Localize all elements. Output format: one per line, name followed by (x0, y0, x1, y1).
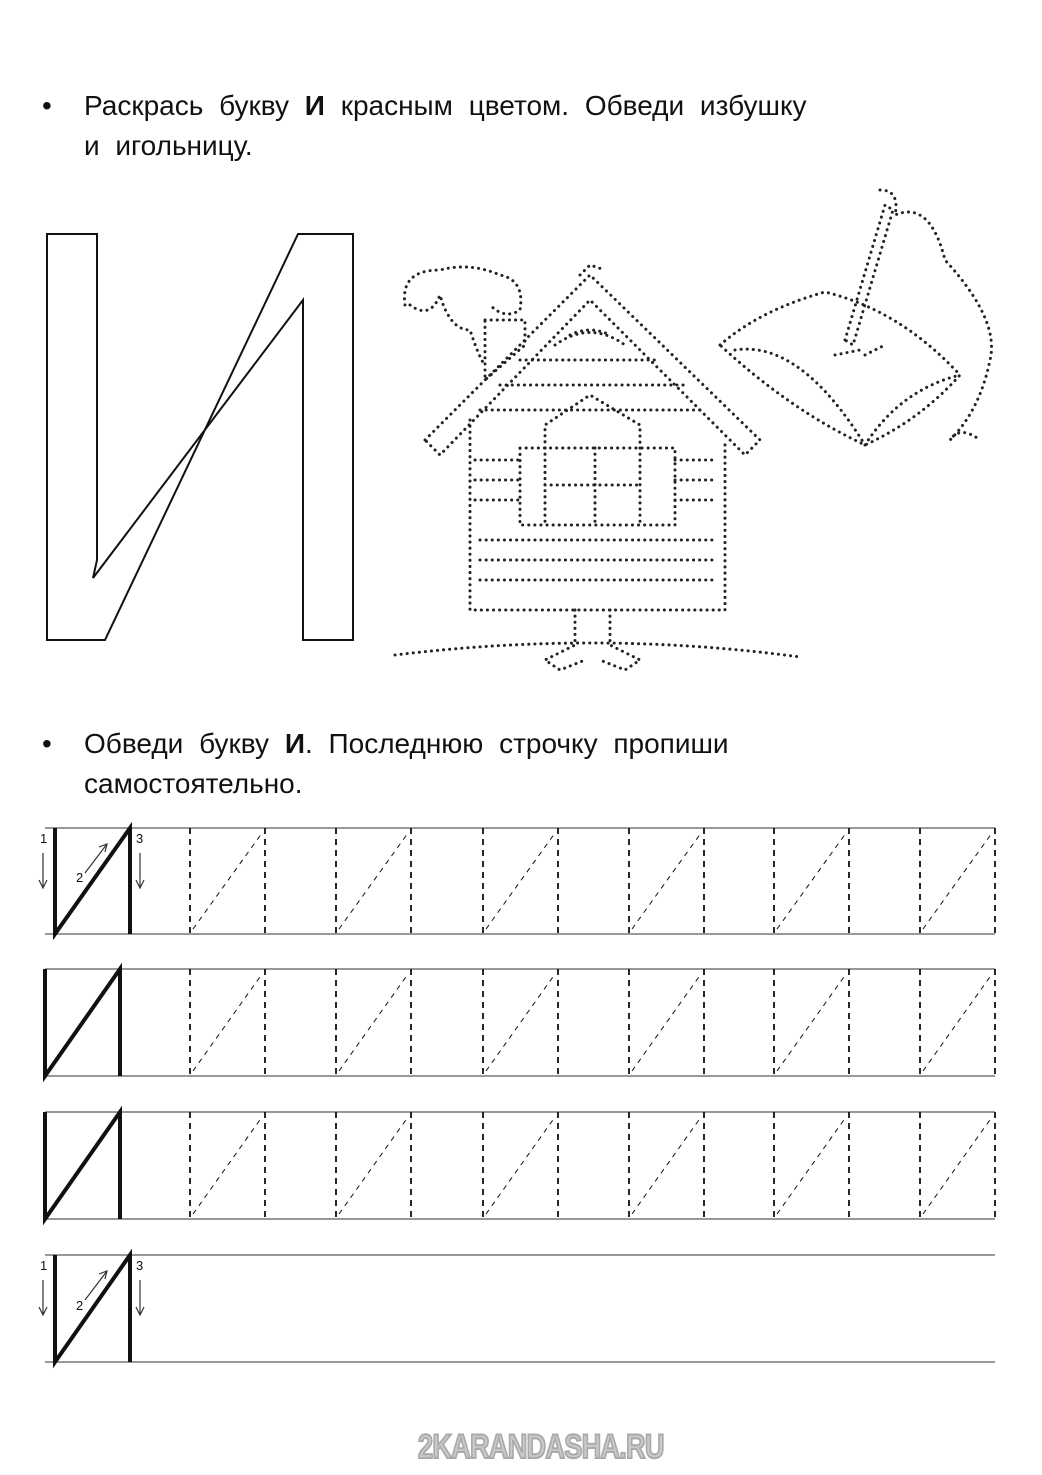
instruction-1: • Раскрась букву И красным цветом. Обвед… (42, 86, 807, 166)
dashed-diagonal (922, 973, 993, 1072)
dashed-diagonal (338, 973, 409, 1072)
dashed-guide (628, 969, 705, 1076)
writing-rows (38, 821, 996, 1369)
dashed-guide (189, 969, 266, 1076)
arrow-down-icon (38, 1280, 48, 1317)
dashed-guide (773, 828, 850, 934)
sample-letter (53, 1248, 132, 1369)
arrow-down-icon (38, 853, 48, 890)
arrow-down-icon (135, 1280, 145, 1317)
dashed-diagonal (485, 832, 556, 930)
stroke-number-3: 3 (136, 831, 143, 846)
instruction-text: и игольницу. (84, 130, 253, 161)
arrow-down-icon (135, 853, 145, 890)
arrow-diagonal-icon (84, 843, 108, 874)
dashed-guide (482, 1112, 559, 1219)
instruction-text: . Последнюю строчку пропиши (304, 728, 729, 759)
stroke-number-3: 3 (136, 1258, 143, 1273)
dashed-diagonal (631, 1116, 702, 1215)
arrow-diagonal-icon (84, 1270, 108, 1301)
dashed-guide (628, 1112, 705, 1219)
stroke-number-2: 2 (76, 870, 83, 885)
dashed-diagonal (338, 1116, 409, 1215)
big-letter-outline (46, 233, 354, 641)
dotted-hut (393, 263, 802, 672)
letter-highlight: И (304, 90, 325, 121)
dashed-guide (335, 969, 412, 1076)
dashed-diagonal (338, 832, 409, 930)
dashed-guide (482, 969, 559, 1076)
dashed-diagonal (922, 832, 993, 930)
dashed-guide (335, 1112, 412, 1219)
dashed-diagonal (776, 1116, 847, 1215)
sample-letter (43, 962, 122, 1083)
stroke-number-1: 1 (40, 1258, 47, 1273)
dashed-guide (773, 969, 850, 1076)
dashed-guide (628, 828, 705, 934)
bullet: • (42, 728, 52, 759)
dashed-guide (482, 828, 559, 934)
dashed-diagonal (485, 1116, 556, 1215)
letter-highlight: И (284, 728, 305, 759)
instruction-text: Обведи букву (84, 728, 285, 759)
watermark-logo: 2KARANDASHA.RU (417, 1427, 665, 1467)
dashed-guide (335, 828, 412, 934)
instruction-text: красным цветом. Обведи избушку (324, 90, 807, 121)
instruction-2: • Обведи букву И. Последнюю строчку проп… (42, 724, 729, 804)
sample-letter (43, 1105, 122, 1226)
dashed-diagonal (776, 973, 847, 1072)
dashed-diagonal (192, 832, 263, 930)
dashed-diagonal (776, 832, 847, 930)
dashed-diagonal (192, 1116, 263, 1215)
dashed-guide (773, 1112, 850, 1219)
sample-letter (53, 821, 132, 941)
dashed-guide (189, 828, 266, 934)
dashed-diagonal (631, 832, 702, 930)
instruction-text: самостоятельно. (84, 768, 303, 799)
dashed-guide (919, 828, 996, 934)
stroke-number-2: 2 (76, 1298, 83, 1313)
stroke-number-1: 1 (40, 831, 47, 846)
bullet: • (42, 90, 52, 121)
instruction-text: Раскрась букву (84, 90, 305, 121)
dashed-guide (189, 1112, 266, 1219)
dashed-guide (919, 969, 996, 1076)
dashed-diagonal (922, 1116, 993, 1215)
dotted-pincushion (717, 188, 993, 447)
dashed-diagonal (192, 973, 263, 1072)
dashed-diagonal (485, 973, 556, 1072)
dashed-diagonal (631, 973, 702, 1072)
dashed-guide (919, 1112, 996, 1219)
